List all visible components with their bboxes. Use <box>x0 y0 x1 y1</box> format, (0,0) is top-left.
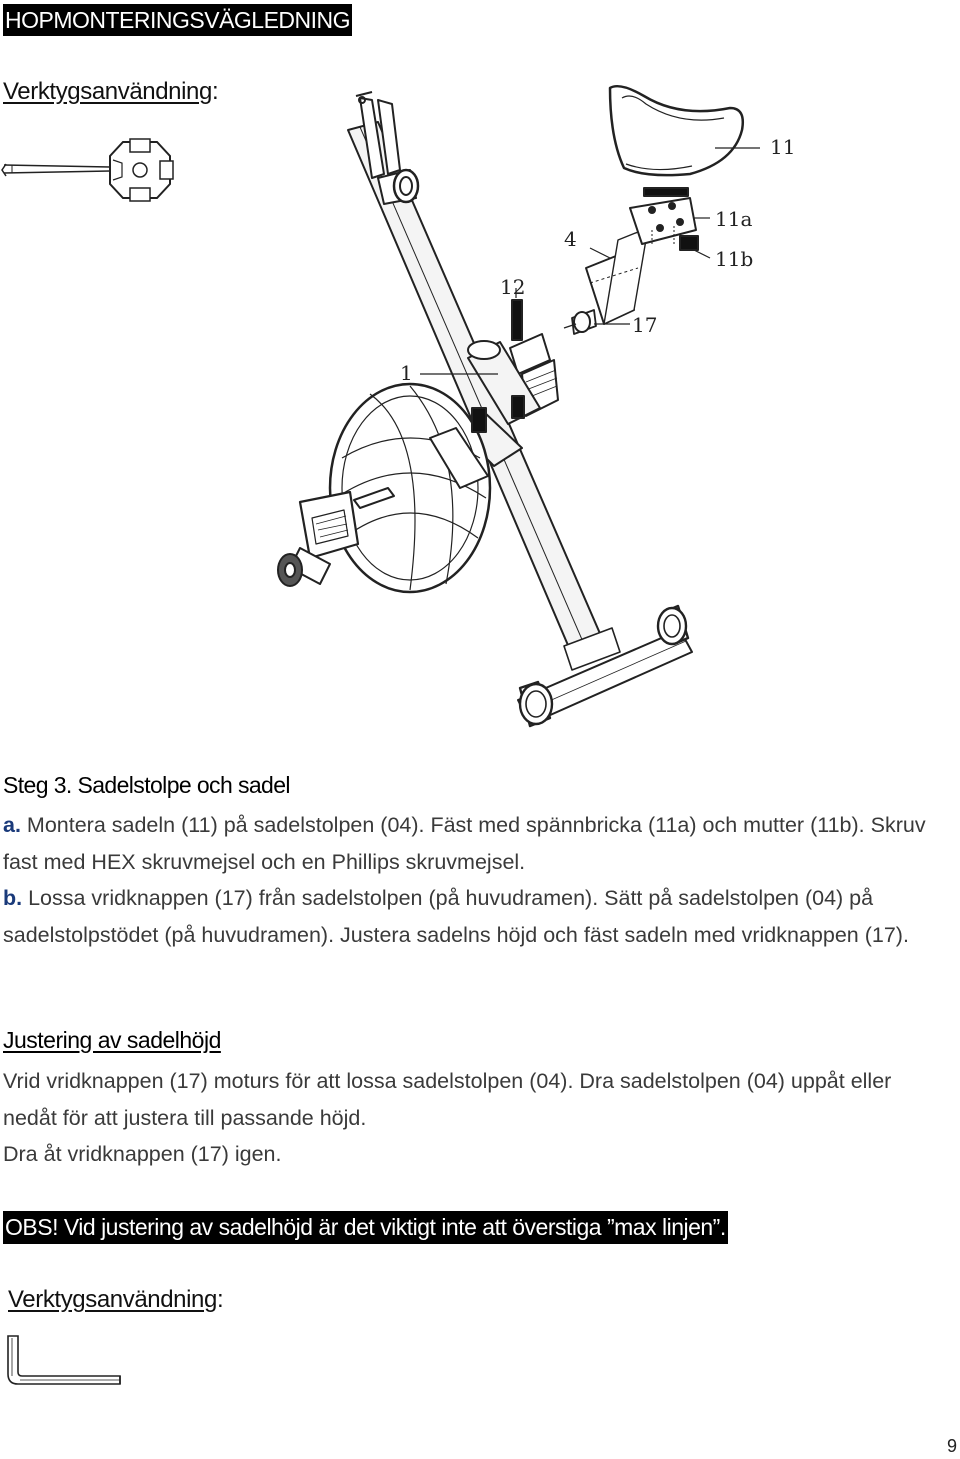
svg-text:17: 17 <box>632 313 657 337</box>
tool-usage-colon-bottom: : <box>216 1286 224 1313</box>
svg-text:4: 4 <box>564 227 577 251</box>
tool-usage-label: Verktygsanvändning <box>3 78 212 105</box>
step3-part-a: a. Montera sadeln (11) på sadelstolpen (… <box>3 807 948 881</box>
step3-part-b: b. Lossa vridknappen (17) från sadelstol… <box>3 880 948 954</box>
tool-usage-colon: : <box>211 78 219 105</box>
adjustment-instruction: Vrid vridknappen (17) moturs för att los… <box>3 1069 892 1130</box>
warning-banner: OBS! Vid justering av sadelhöjd är det v… <box>3 1211 728 1244</box>
adjustment-heading: Justering av sadelhöjd <box>3 1027 221 1053</box>
document-title: HOPMONTERINGSVÄGLEDNING <box>3 4 353 36</box>
step3-b-label: b. <box>3 886 23 910</box>
svg-text:12: 12 <box>500 275 525 299</box>
svg-text:11b: 11b <box>715 247 753 271</box>
svg-text:1: 1 <box>400 361 413 385</box>
step3-a-text: Montera sadeln (11) på sadelstolpen (04)… <box>3 813 926 874</box>
step3-title: Steg 3. Sadelstolpe och sadel <box>3 772 291 798</box>
exercise-bike-diagram: 11 11a 11b 4 12 17 1 <box>277 85 795 728</box>
step3-b-text: Lossa vridknappen (17) från sadelstolpen… <box>3 886 909 947</box>
svg-text:11a: 11a <box>715 207 752 231</box>
tool-usage-heading-bottom: Verktygsanvändning: <box>8 1286 224 1314</box>
svg-text:11: 11 <box>770 135 795 159</box>
tool-usage-label-bottom: Verktygsanvändning <box>8 1286 217 1313</box>
step3-a-label: a. <box>3 813 21 837</box>
page-number: 9 <box>946 1436 957 1456</box>
tool-usage-heading: Verktygsanvändning: <box>3 78 219 106</box>
allen-key-icon <box>7 1335 121 1385</box>
combination-wrench-icon <box>1 138 174 202</box>
adjustment-retighten: Dra åt vridknappen (17) igen. <box>3 1142 282 1166</box>
